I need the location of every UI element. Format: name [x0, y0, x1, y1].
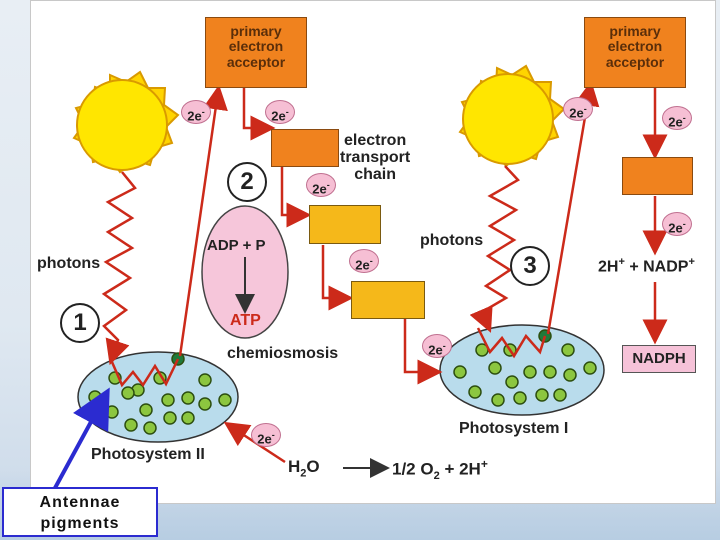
electron-badge-sup: - [682, 113, 686, 123]
electron-badge: 2e- [662, 212, 692, 236]
pigment-dots-psi [453, 329, 597, 407]
electron-badge: 2e- [422, 334, 452, 358]
electron-badge-sup: - [285, 107, 289, 117]
sun-icon-right [458, 64, 566, 168]
electron-badge-text: 2e [312, 181, 327, 197]
electron-badge: 2e- [306, 173, 336, 197]
electron-badge: 2e- [349, 249, 379, 273]
half-o2: 1/2 O [392, 459, 434, 479]
electron-badge-sup: - [682, 219, 686, 229]
electron-badge-text: 2e [355, 257, 370, 273]
photons-label-right: photons [420, 232, 484, 249]
step-3-marker: 3 [510, 246, 550, 286]
antennae-label: Antennae pigments [39, 494, 121, 532]
sun-icon-left [72, 70, 180, 174]
step-2-marker: 2 [227, 162, 267, 202]
nadph-box: NADPH [622, 345, 696, 373]
electron-badge-text: 2e [187, 108, 202, 124]
energy-transfer-psi [476, 327, 547, 359]
nadp-reaction: 2H+ + NADP+ [598, 256, 695, 276]
atp-label: ATP [230, 312, 261, 329]
electron-badge-sup: - [369, 256, 373, 266]
electron-badge-text: 2e [257, 431, 272, 447]
photosystem-ii-ellipse [77, 351, 239, 443]
photon-wave-right [469, 165, 520, 333]
nadp-sup-1: + [618, 256, 625, 268]
electron-badge: 2e- [251, 423, 281, 447]
h2o-o: O [306, 457, 320, 476]
primary-acceptor-label-2: primary electron acceptor [605, 23, 665, 70]
electron-badge-sup: - [201, 107, 205, 117]
etc-carrier-3 [351, 281, 425, 319]
electron-badge: 2e- [662, 106, 692, 130]
electron-badge-text: 2e [668, 220, 683, 236]
electron-badge: 2e- [563, 97, 593, 121]
electron-badge-text: 2e [668, 114, 683, 130]
half-o2-sub: 2 [433, 470, 440, 483]
photons-label-left: photons [37, 255, 101, 272]
plus-2h: + 2H [439, 459, 481, 479]
antennae-pigments-callout: Antennae pigments [2, 487, 158, 537]
water-reaction-left: H2O [288, 458, 320, 480]
step-1-marker: 1 [60, 303, 100, 343]
photosystem-ii-label: Photosystem II [91, 446, 205, 463]
etc-carrier-2 [309, 205, 381, 244]
electron-badge-sup: - [442, 341, 446, 351]
electron-badge-sup: - [271, 430, 275, 440]
adp-p-label: ADP + P [207, 237, 266, 254]
primary-acceptor-label-1: primary electron acceptor [226, 23, 286, 70]
primary-acceptor-box-1: primary electron acceptor [205, 17, 307, 88]
ferredoxin-box [622, 157, 693, 195]
h2o-sub: 2 [300, 467, 307, 480]
energy-transfer-psii [110, 358, 180, 388]
etc-carrier-1 [271, 129, 339, 167]
electron-badge-text: 2e [271, 108, 286, 124]
nadp-sup-2: + [688, 256, 695, 268]
h2o-h: H [288, 457, 301, 476]
electron-badge: 2e- [265, 100, 295, 124]
electron-badge: 2e- [181, 100, 211, 124]
electron-badge-sup: - [326, 180, 330, 190]
electron-badge-sup: - [583, 104, 587, 114]
electron-badge-text: 2e [569, 105, 584, 121]
photosystem-i-label: Photosystem I [459, 420, 569, 437]
photon-wave-left [101, 171, 137, 366]
nadp-2h: 2H [598, 258, 619, 276]
chemiosmosis-label: chemiosmosis [227, 345, 339, 362]
plus-2h-sup: + [480, 457, 488, 471]
primary-acceptor-box-2: primary electron acceptor [584, 17, 686, 88]
electron-badge-text: 2e [428, 342, 443, 358]
nadp-plus: + NADP [624, 258, 689, 276]
etc-label: electron transport chain [340, 132, 411, 183]
water-reaction-right: 1/2 O2 + 2H+ [392, 458, 488, 483]
